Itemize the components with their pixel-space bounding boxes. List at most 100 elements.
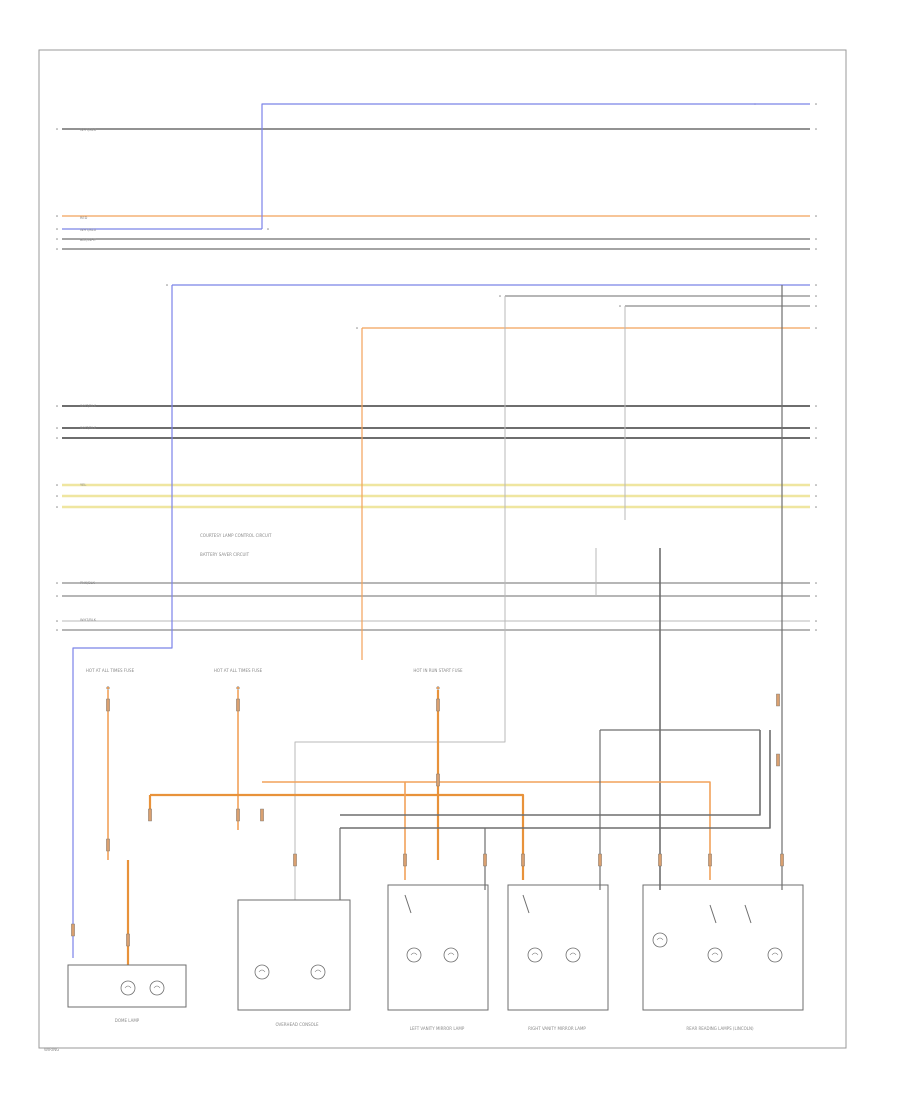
bus-wire-11-end-right <box>815 405 817 407</box>
bus-wire-2-end-right <box>815 128 817 130</box>
bus-wire-4-end-left <box>56 228 58 230</box>
connector-16 <box>780 853 784 867</box>
dome-lamp-bulb-2 <box>149 980 165 996</box>
bus-wire-9-end-left <box>619 305 621 307</box>
connector-6 <box>436 698 440 712</box>
bus-wire-20-end-left <box>56 629 58 631</box>
connector-9 <box>148 808 152 822</box>
left-vanity-bulb-1-filament <box>410 952 418 956</box>
wire-label-6: WHT/BLK <box>80 426 97 430</box>
bus-wire-18-end-right <box>815 595 817 597</box>
right-vanity-bulb-2-filament <box>569 952 577 956</box>
bus-wire-16-end-right <box>815 506 817 508</box>
bus-wire-18-end-left <box>56 595 58 597</box>
component-layer <box>67 686 804 1011</box>
connector-13 <box>598 853 602 867</box>
bus-wire-20-end-right <box>815 629 817 631</box>
connector-8 <box>293 853 297 867</box>
wire-label-2: RED <box>80 216 88 220</box>
rear-reading-bulb-2 <box>707 947 723 963</box>
bus-wire-12-end-left <box>56 427 58 429</box>
wire-label-5: WHT/BLK <box>80 404 97 408</box>
bus-wire-16-end-left <box>56 506 58 508</box>
overhead-console-housing <box>237 899 351 1011</box>
dome-lamp-bulb-1-filament <box>124 985 132 989</box>
bus-wire-13-end-right <box>815 437 817 439</box>
connector-12 <box>483 853 487 867</box>
fuse-note-1: HOT AT ALL TIMES FUSE <box>86 668 135 673</box>
connector-2 <box>106 838 110 852</box>
fuse-note-3: HOT IN RUN START FUSE <box>413 668 463 673</box>
connector-17 <box>126 933 130 947</box>
wire-label-4: BLK/WHT <box>80 238 97 242</box>
bus-wire-5-end-left <box>56 238 58 240</box>
bus-wire-1-end-right <box>815 103 817 105</box>
left-vanity-housing <box>387 884 489 1011</box>
dome-lamp-bulb-2-filament <box>153 985 161 989</box>
rear-reading-bulb-1 <box>652 932 668 948</box>
wire-label-1: WHT/BLK <box>80 128 97 132</box>
wire-overhead-ground <box>294 296 506 900</box>
fuse-marker-3 <box>436 686 440 690</box>
fuse-marker-1 <box>106 686 110 690</box>
wire-gray-lower-run <box>340 730 771 829</box>
bus-wire-9-end-right <box>815 305 817 307</box>
connector-11 <box>521 853 525 867</box>
wire-blue-upper-riser <box>261 103 760 229</box>
wire-label-9: WHT/BLK <box>80 618 97 622</box>
footer-code: WIRING <box>44 1047 59 1052</box>
wire-label-8: PNK/BLK <box>80 581 96 585</box>
rear-reading-bulb-3 <box>767 947 783 963</box>
diagram-border <box>38 49 847 1049</box>
right-vanity-bulb-1 <box>527 947 543 963</box>
bus-wire-14-end-right <box>815 484 817 486</box>
switch-2 <box>522 894 530 914</box>
bus-wire-7-end-left <box>166 284 168 286</box>
switch-4 <box>744 904 752 924</box>
bus-wire-8-end-right <box>815 295 817 297</box>
rear-reading-bulb-3-filament <box>771 952 779 956</box>
wire-orange-rear-feed <box>405 781 711 880</box>
bus-wire-12-end-right <box>815 427 817 429</box>
connector-7 <box>436 773 440 787</box>
bus-wire-17-end-left <box>56 582 58 584</box>
overhead-console-bulb-2 <box>310 964 326 980</box>
wire-gray-upper-run <box>340 730 761 816</box>
right-vanity-bulb-1-filament <box>531 952 539 956</box>
component-label-dome-lamp: DOME LAMP <box>115 1018 140 1023</box>
fuse-marker-2 <box>236 686 240 690</box>
connector-14 <box>658 853 662 867</box>
rear-reading-housing <box>642 884 804 1011</box>
bus-wire-15-end-left <box>56 495 58 497</box>
bus-wire-3-end-left <box>56 215 58 217</box>
legend-item-2: BATTERY SAVER CIRCUIT <box>200 552 250 557</box>
dome-lamp-housing <box>67 964 187 1008</box>
bus-wire-4-end-right <box>267 228 269 230</box>
legend-item-1: COURTESY LAMP CONTROL CIRCUIT <box>200 533 272 538</box>
switch-1 <box>404 894 412 914</box>
right-vanity-housing <box>507 884 609 1011</box>
bus-wire-10-end-left <box>356 327 358 329</box>
component-label-overhead-console: OVERHEAD CONSOLE <box>275 1022 319 1027</box>
bus-wire-15-end-right <box>815 495 817 497</box>
rear-reading-bulb-1-filament <box>656 937 664 941</box>
bus-wire-13-end-left <box>56 437 58 439</box>
left-vanity-bulb-2-filament <box>447 952 455 956</box>
connector-18 <box>71 923 75 937</box>
label-layer: WIRING DOME LAMP OVERHEAD CONSOLE LEFT V… <box>44 128 754 1052</box>
bus-wire-7-end-right <box>815 284 817 286</box>
wire-label-3: WHT/BLU <box>80 228 97 232</box>
overhead-console-bulb-1-filament <box>258 969 266 973</box>
connector-5 <box>260 808 264 822</box>
connector-15 <box>708 853 712 867</box>
component-label-left-vanity: LEFT VANITY MIRROR LAMP <box>410 1026 465 1031</box>
component-label-right-vanity: RIGHT VANITY MIRROR LAMP <box>528 1026 586 1031</box>
right-vanity-bulb-2 <box>565 947 581 963</box>
dome-lamp-bulb-1 <box>120 980 136 996</box>
bus-wire-10-end-right <box>815 327 817 329</box>
connector-4 <box>236 808 240 822</box>
rear-reading-bulb-2-filament <box>711 952 719 956</box>
bus-wire-17-end-right <box>815 582 817 584</box>
